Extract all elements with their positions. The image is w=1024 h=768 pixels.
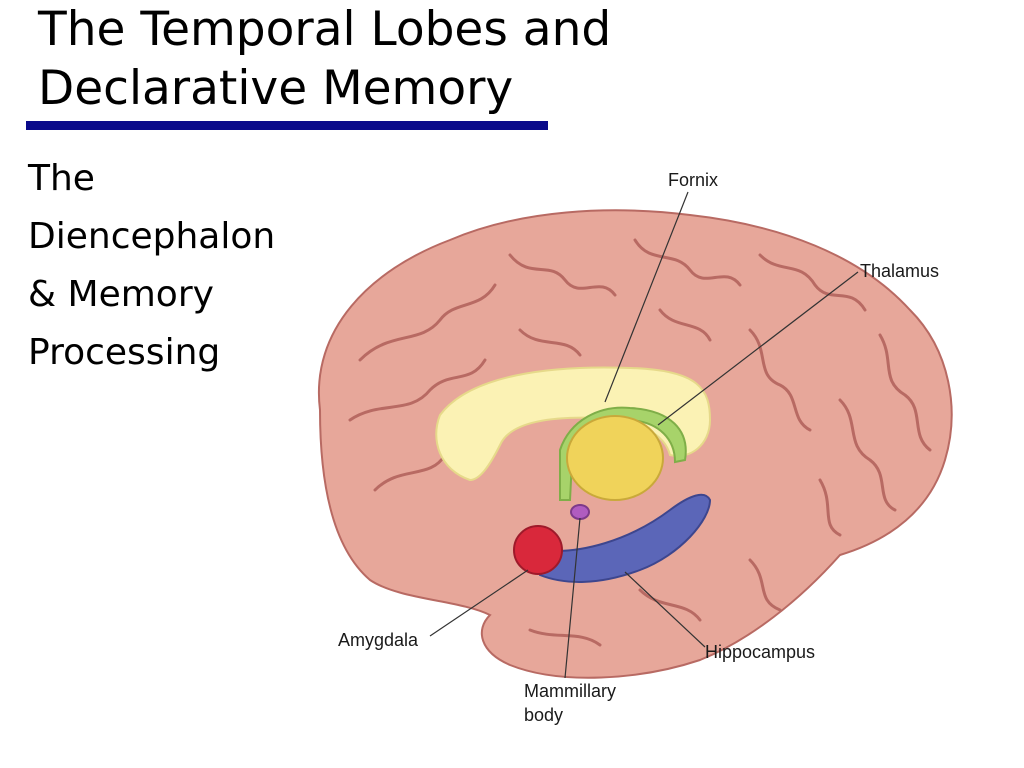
brain-illustration: Fornix Thalamus Amygdala Hippocampus Mam… <box>317 170 953 725</box>
label-fornix: Fornix <box>668 170 718 190</box>
corpus-callosum <box>435 366 712 482</box>
label-thalamus: Thalamus <box>860 261 939 281</box>
brain-diagram: Fornix Thalamus Amygdala Hippocampus Mam… <box>280 160 980 740</box>
label-mammillary-line-1: Mammillary <box>524 681 616 701</box>
title-underline <box>26 121 548 130</box>
amygdala-leader <box>429 569 529 637</box>
brain-gyri <box>348 238 932 647</box>
body-line-1: The <box>28 158 95 199</box>
title-line-2: Declarative Memory <box>38 61 514 116</box>
amygdala-structure <box>513 525 563 575</box>
title-line-1: The Temporal Lobes and <box>38 2 612 57</box>
label-amygdala: Amygdala <box>338 630 419 650</box>
hippocampus-leader <box>624 571 706 648</box>
body-line-2: Diencephalon <box>28 216 276 257</box>
fornix-leader <box>604 191 689 403</box>
body-line-3: & Memory <box>28 274 214 315</box>
label-mammillary-line-2: body <box>524 705 563 725</box>
mammillary-body-structure <box>570 504 590 520</box>
thalamus-structure <box>566 415 664 501</box>
body-line-4: Processing <box>28 332 221 373</box>
thalamus-leader <box>657 271 859 426</box>
slide-body-text: The Diencephalon & Memory Processing <box>28 150 318 382</box>
label-hippocampus: Hippocampus <box>705 642 815 662</box>
mammillary-leader <box>564 517 581 679</box>
slide-title: The Temporal Lobes and Declarative Memor… <box>38 0 738 118</box>
hippocampus-structure <box>539 493 712 583</box>
